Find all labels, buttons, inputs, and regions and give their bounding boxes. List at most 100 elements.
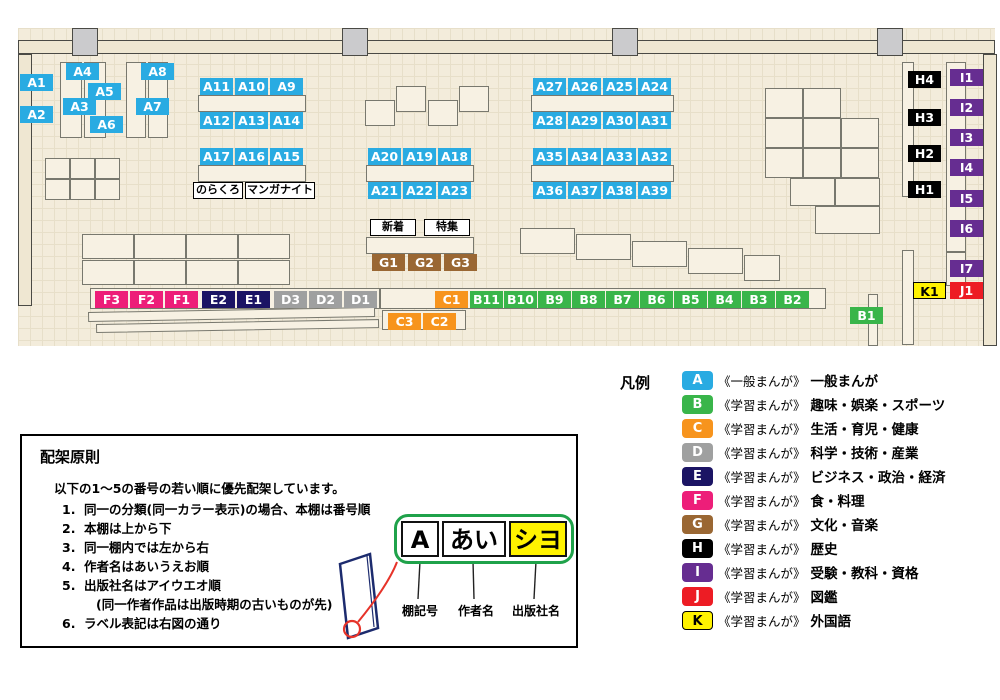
shelf-label-マンガナイト: マンガナイト	[245, 182, 315, 199]
shelf	[744, 255, 780, 281]
legend-category: 《学習まんが》	[718, 613, 806, 629]
principle-rule: (同一作者作品は出版時期の古いものが先)	[96, 597, 333, 612]
legend-name: 食・料理	[810, 494, 865, 510]
legend-row-D: D《学習まんが》科学・技術・産業	[682, 440, 996, 464]
shelf	[835, 178, 880, 206]
legend-name: ビジネス・政治・経済	[810, 470, 946, 486]
shelf-label-F3: F3	[95, 291, 128, 308]
shelf	[134, 260, 186, 285]
legend-category: 《学習まんが》	[718, 589, 806, 605]
label-publisher-name: シヨ	[509, 521, 567, 557]
shelf	[803, 148, 841, 178]
shelf	[365, 100, 395, 126]
shelf	[841, 148, 879, 178]
shelf-label-B6: B6	[640, 291, 673, 308]
shelf-label-I5: I5	[950, 190, 983, 207]
shelf	[82, 234, 134, 259]
label-shelf-code: A	[401, 521, 439, 557]
shelf-label-A22: A22	[403, 182, 436, 199]
shelf-label-I2: I2	[950, 99, 983, 116]
shelf	[45, 158, 70, 179]
label-example: A あい シヨ	[394, 514, 574, 564]
legend-category: 《学習まんが》	[718, 421, 806, 437]
shelf-label-A29: A29	[568, 112, 601, 129]
legend-badge-D: D	[682, 442, 713, 462]
shelf-label-A19: A19	[403, 148, 436, 165]
shelf	[803, 88, 841, 118]
shelf-label-E2: E2	[202, 291, 235, 308]
shelf-label-A35: A35	[533, 148, 566, 165]
shelf-label-A28: A28	[533, 112, 566, 129]
legend-category: 《一般まんが》	[718, 373, 806, 389]
shelf	[198, 165, 306, 182]
shelf-label-A38: A38	[603, 182, 636, 199]
legend-badge-H: H	[682, 538, 713, 558]
shelf-label-B4: B4	[708, 291, 741, 308]
legend-badge-C: C	[682, 418, 713, 438]
shelf	[186, 234, 238, 259]
shelf-label-A20: A20	[368, 148, 401, 165]
shelf-label-A1: A1	[20, 74, 53, 91]
pillar	[342, 28, 368, 56]
shelf-label-E1: E1	[237, 291, 270, 308]
arrow-shelf-code	[417, 560, 421, 600]
wall	[18, 54, 32, 306]
shelf-label-I3: I3	[950, 129, 983, 146]
shelf	[520, 228, 575, 254]
shelf-label-H4: H4	[908, 71, 941, 88]
wall	[18, 40, 995, 54]
shelf	[765, 88, 803, 118]
principles-panel: 配架原則 以下の1〜5の番号の若い順に優先配架しています。 1.同一の分類(同一…	[20, 434, 578, 648]
legend-name: 歴史	[810, 542, 838, 558]
shelf	[688, 248, 743, 274]
shelf-label-I6: I6	[950, 220, 983, 237]
legend-category: 《学習まんが》	[718, 517, 806, 533]
shelf-label-D1: D1	[344, 291, 377, 308]
legend-category: 《学習まんが》	[718, 541, 806, 557]
shelf-label-I7: I7	[950, 260, 983, 277]
shelf	[95, 179, 120, 200]
shelf-label-H3: H3	[908, 109, 941, 126]
shelf-label-B1: B1	[850, 307, 883, 324]
shelf	[576, 234, 631, 260]
principle-rule: 3.同一棚内では左から右	[62, 540, 210, 555]
shelf-label-A4: A4	[66, 63, 99, 80]
shelf-label-A27: A27	[533, 78, 566, 95]
principle-rule: 6.ラベル表記は右図の通り	[62, 616, 222, 631]
pillar	[72, 28, 98, 56]
shelf	[366, 237, 474, 254]
shelf-label-B8: B8	[572, 291, 605, 308]
shelf-label-H1: H1	[908, 181, 941, 198]
shelf-label-G3: G3	[444, 254, 477, 271]
shelf-label-A8: A8	[141, 63, 174, 80]
shelf-label-B10: B10	[504, 291, 537, 308]
shelf-label-A37: A37	[568, 182, 601, 199]
shelf-label-A14: A14	[270, 112, 303, 129]
shelf-label-I1: I1	[950, 69, 983, 86]
annotation-shelf-code: 棚記号	[402, 604, 439, 618]
shelf-label-A17: A17	[200, 148, 233, 165]
legend-name: 一般まんが	[810, 374, 879, 390]
shelf-label-B7: B7	[606, 291, 639, 308]
shelf	[366, 165, 474, 182]
shelf-label-A39: A39	[638, 182, 671, 199]
shelf-label-D2: D2	[309, 291, 342, 308]
shelf-label-A6: A6	[90, 116, 123, 133]
shelf-label-A13: A13	[235, 112, 268, 129]
principle-rule: 1.同一の分類(同一カラー表示)の場合、本棚は番号順	[62, 502, 371, 517]
shelf	[803, 118, 841, 148]
shelf-label-A2: A2	[20, 106, 53, 123]
shelf-label-G2: G2	[408, 254, 441, 271]
legend-row-G: G《学習まんが》文化・音楽	[682, 512, 996, 536]
shelf	[815, 206, 880, 234]
shelf-label-B11: B11	[470, 291, 503, 308]
shelf	[238, 234, 290, 259]
arrow-publisher	[533, 560, 537, 600]
shelf-label-C2: C2	[423, 313, 456, 330]
legend-name: 科学・技術・産業	[810, 446, 919, 462]
shelf-label-A32: A32	[638, 148, 671, 165]
legend-category: 《学習まんが》	[718, 469, 806, 485]
legend-row-K: K《学習まんが》外国語	[682, 608, 996, 632]
legend-badge-B: B	[682, 394, 713, 414]
shelf-label-A3: A3	[63, 98, 96, 115]
